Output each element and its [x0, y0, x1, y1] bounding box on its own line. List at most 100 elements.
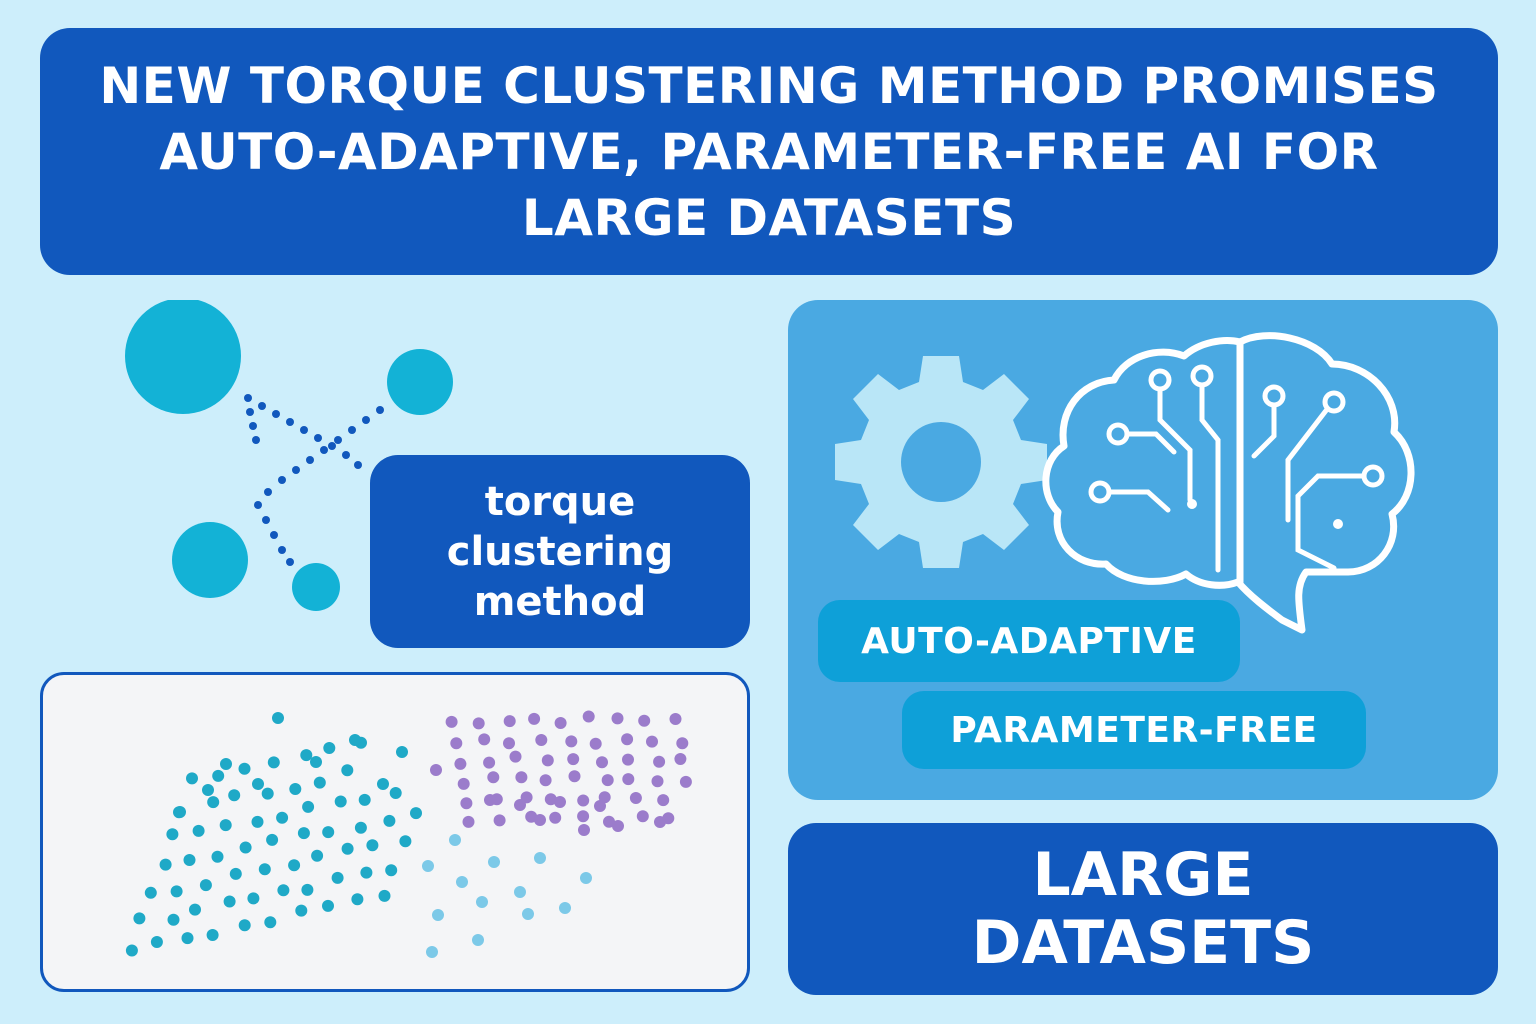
headline-banner: NEW TORQUE CLUSTERING METHOD PROMISES AU…	[40, 28, 1498, 275]
teal-cluster-dot	[125, 944, 138, 957]
purple-cluster-dot	[544, 793, 557, 806]
teal-cluster-dot	[192, 824, 205, 837]
teal-cluster-dot	[288, 859, 301, 872]
teal-cluster-dot	[264, 916, 277, 929]
teal-cluster-dot	[341, 842, 354, 855]
light-blue-dot	[426, 946, 438, 958]
teal-cluster-dot	[207, 796, 220, 809]
purple-cluster-dot	[539, 774, 552, 787]
light-blue-dot	[449, 834, 461, 846]
teal-cluster-dot	[133, 912, 146, 925]
cluster-node-large	[125, 300, 241, 414]
teal-cluster-dot	[144, 886, 157, 899]
purple-cluster-dot	[596, 756, 608, 769]
teal-cluster-dot	[334, 795, 347, 808]
purple-cluster-dot	[445, 715, 458, 728]
purple-cluster-dot	[567, 753, 580, 766]
teal-cluster-dot	[220, 758, 232, 770]
scatter-clusters-panel	[40, 672, 750, 992]
purple-cluster-dot	[554, 796, 566, 808]
brain-circuit-icon	[1042, 332, 1415, 634]
purple-cluster-dot	[611, 712, 624, 725]
cluster-node-top-right	[387, 349, 453, 415]
teal-cluster-dot	[310, 756, 322, 768]
purple-cluster-dot	[483, 756, 496, 769]
purple-cluster-dot	[578, 824, 590, 836]
light-blue-dot	[514, 886, 526, 898]
teal-cluster-dot	[183, 854, 196, 866]
purple-cluster-dot	[679, 775, 692, 788]
teal-cluster-dot	[174, 806, 186, 818]
purple-cluster-dot	[460, 797, 473, 810]
teal-cluster-dot	[399, 835, 412, 848]
purple-cluster-dot	[484, 794, 496, 806]
teal-cluster-dot	[383, 814, 396, 827]
teal-cluster-dot	[385, 864, 398, 877]
teal-cluster-dot	[223, 895, 236, 908]
purple-cluster-dot	[577, 810, 590, 823]
teal-cluster-dot	[351, 893, 364, 906]
purple-cluster-dot	[503, 715, 516, 728]
datasets-line-1: LARGE	[1032, 840, 1254, 910]
teal-cluster-dot	[199, 879, 212, 892]
purple-cluster-dot	[554, 717, 567, 729]
purple-cluster-dot	[430, 764, 442, 776]
light-blue-dot	[534, 852, 546, 864]
teal-cluster-dot	[239, 841, 252, 854]
purple-cluster-dot	[565, 735, 578, 748]
teal-cluster-dot	[322, 899, 334, 912]
light-blue-dot	[580, 872, 592, 884]
teal-cluster-dot	[267, 756, 280, 769]
teal-cluster-dot	[311, 849, 324, 862]
purple-cluster-dot	[589, 737, 602, 750]
teal-cluster-dot	[323, 742, 336, 754]
teal-cluster-dot	[358, 793, 371, 806]
teal-cluster-dot	[410, 807, 422, 820]
light-blue-dot	[422, 860, 434, 872]
teal-cluster-dot	[366, 839, 379, 852]
teal-cluster-dot	[186, 772, 198, 785]
purple-cluster-dot	[478, 733, 491, 746]
teal-cluster-dot	[322, 826, 335, 839]
purple-cluster-dot	[549, 811, 562, 824]
method-line-1: torque	[484, 478, 636, 525]
auto-adaptive-tag: AUTO-ADAPTIVE	[818, 600, 1240, 682]
purple-cluster-dot	[462, 815, 475, 828]
purple-cluster-dot	[594, 800, 606, 812]
teal-cluster-dot	[212, 769, 225, 782]
ai-illustration	[835, 332, 1415, 634]
teal-cluster-dot	[211, 850, 224, 863]
teal-cluster-dot	[228, 789, 241, 802]
datasets-line-2: DATASETS	[971, 908, 1315, 978]
headline-line-3: LARGE DATASETS	[521, 188, 1017, 247]
purple-cluster-dot	[636, 810, 649, 823]
teal-cluster-dot	[377, 778, 389, 790]
teal-cluster-dot	[276, 811, 289, 824]
purple-cluster-dot	[582, 710, 595, 723]
teal-cluster-dot	[272, 712, 284, 724]
purple-cluster-dot	[653, 755, 666, 768]
cluster-network-icon	[125, 300, 453, 611]
teal-cluster-dot	[252, 778, 264, 790]
purple-cluster-dot	[503, 737, 515, 750]
teal-cluster-dot	[360, 866, 373, 879]
teal-cluster-dot	[266, 833, 279, 846]
purple-cluster-dot	[646, 735, 658, 748]
purple-cluster-dot	[657, 794, 670, 807]
teal-cluster-dot	[396, 746, 408, 758]
teal-cluster-dot	[331, 871, 344, 884]
purple-cluster-dot	[676, 737, 689, 750]
purple-cluster-dot	[629, 792, 642, 804]
teal-cluster-dot	[354, 821, 367, 834]
purple-cluster-dot	[654, 816, 666, 828]
teal-cluster-dot	[389, 787, 402, 799]
teal-cluster-dot	[297, 827, 310, 840]
purple-cluster-dot	[454, 757, 467, 770]
light-blue-dot	[522, 908, 534, 920]
scatter-plot-art	[125, 710, 692, 958]
purple-cluster-dot	[622, 773, 635, 786]
method-label-box: torque clustering method	[370, 455, 750, 648]
purple-cluster-dot	[457, 777, 470, 790]
headline-text: NEW TORQUE CLUSTERING METHOD PROMISES AU…	[99, 53, 1438, 251]
method-line-2: clustering	[446, 528, 674, 575]
